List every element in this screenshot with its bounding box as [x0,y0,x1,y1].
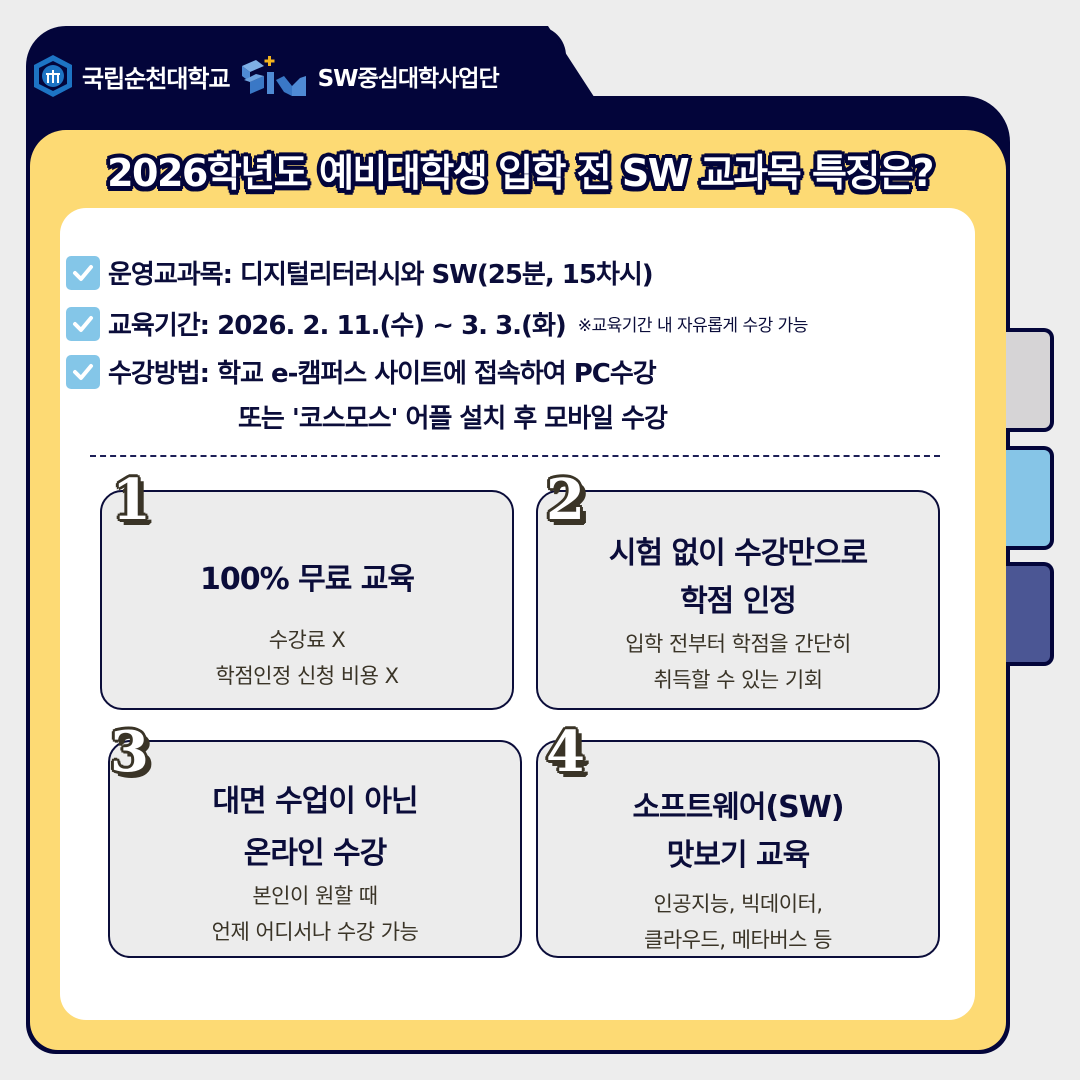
period-note: ※교육기간 내 자유롭게 수강 가능 [577,316,809,336]
sw-logo-icon [241,56,306,96]
number-badge-2: 2 [546,467,585,533]
side-tab-indigo[interactable] [1006,562,1054,666]
dashed-divider [90,455,940,457]
feature-heading: 온라인 수강 [243,836,387,871]
course-text: 운영교과목: 디지털리터러시와 SW(25분, 15차시) [108,260,654,290]
feature-heading: 학점 인정 [680,584,797,619]
feature-sub: 수강료 X [268,628,346,652]
university-name: 국립순천대학교 [82,64,231,93]
info-course: 운영교과목: 디지털리터러시와 SW(25분, 15차시) [66,254,654,291]
feature-box-4: 소프트웨어(SW) 맛보기 교육 인공지능, 빅데이터, 클라우드, 메타버스 … [536,740,940,958]
number-badge-1: 1 [112,467,151,533]
feature-heading: 대면 수업이 아닌 [212,784,418,819]
feature-box-2: 시험 없이 수강만으로 학점 인정 입학 전부터 학점을 간단히 취득할 수 있… [536,490,940,710]
feature-sub: 본인이 원할 때 [252,884,378,908]
info-period: 교육기간: 2026. 2. 11.(수) ~ 3. 3.(화) ※교육기간 내… [66,305,808,342]
feature-sub: 학점인정 신청 비용 X [215,664,399,688]
header-logos: 국립순천대학교 SW중심대학사업단 [30,52,500,100]
method-text-line1: 수강방법: 학교 e-캠퍼스 사이트에 접속하여 PC수강 [108,359,657,389]
feature-sub: 취득할 수 있는 기회 [653,668,823,692]
feature-sub: 언제 어디서나 수강 가능 [211,920,419,944]
feature-box-3: 대면 수업이 아닌 온라인 수강 본인이 원할 때 언제 어디서나 수강 가능 [108,740,522,958]
number-badge-3: 3 [110,719,149,785]
page-title: 2026학년도 예비대학생 입학 전 SW 교과목 특징은? [107,151,934,195]
checkbox-checked-icon [66,306,100,341]
university-emblem-icon [34,55,72,97]
feature-heading: 시험 없이 수강만으로 [608,536,868,571]
program-name: SW중심대학사업단 [317,66,500,92]
side-tab-lightblue[interactable] [1006,446,1054,550]
side-tab-gray[interactable] [1006,328,1054,432]
feature-heading: 100% 무료 교육 [200,562,415,597]
number-badge-4: 4 [546,719,585,785]
feature-box-1: 100% 무료 교육 수강료 X 학점인정 신청 비용 X [100,490,514,710]
feature-sub: 입학 전부터 학점을 간단히 [625,632,851,656]
info-method: 수강방법: 학교 e-캠퍼스 사이트에 접속하여 PC수강 [66,353,657,390]
feature-sub: 클라우드, 메타버스 등 [644,928,832,952]
period-text: 교육기간: 2026. 2. 11.(수) ~ 3. 3.(화) [108,311,567,341]
checkbox-checked-icon [66,354,100,389]
checkbox-checked-icon [66,255,100,290]
feature-heading: 소프트웨어(SW) [632,790,844,825]
feature-heading: 맛보기 교육 [666,838,810,873]
method-text-line2: 또는 '코스모스' 어플 설치 후 모바일 수강 [238,404,668,434]
feature-sub: 인공지능, 빅데이터, [653,892,823,916]
